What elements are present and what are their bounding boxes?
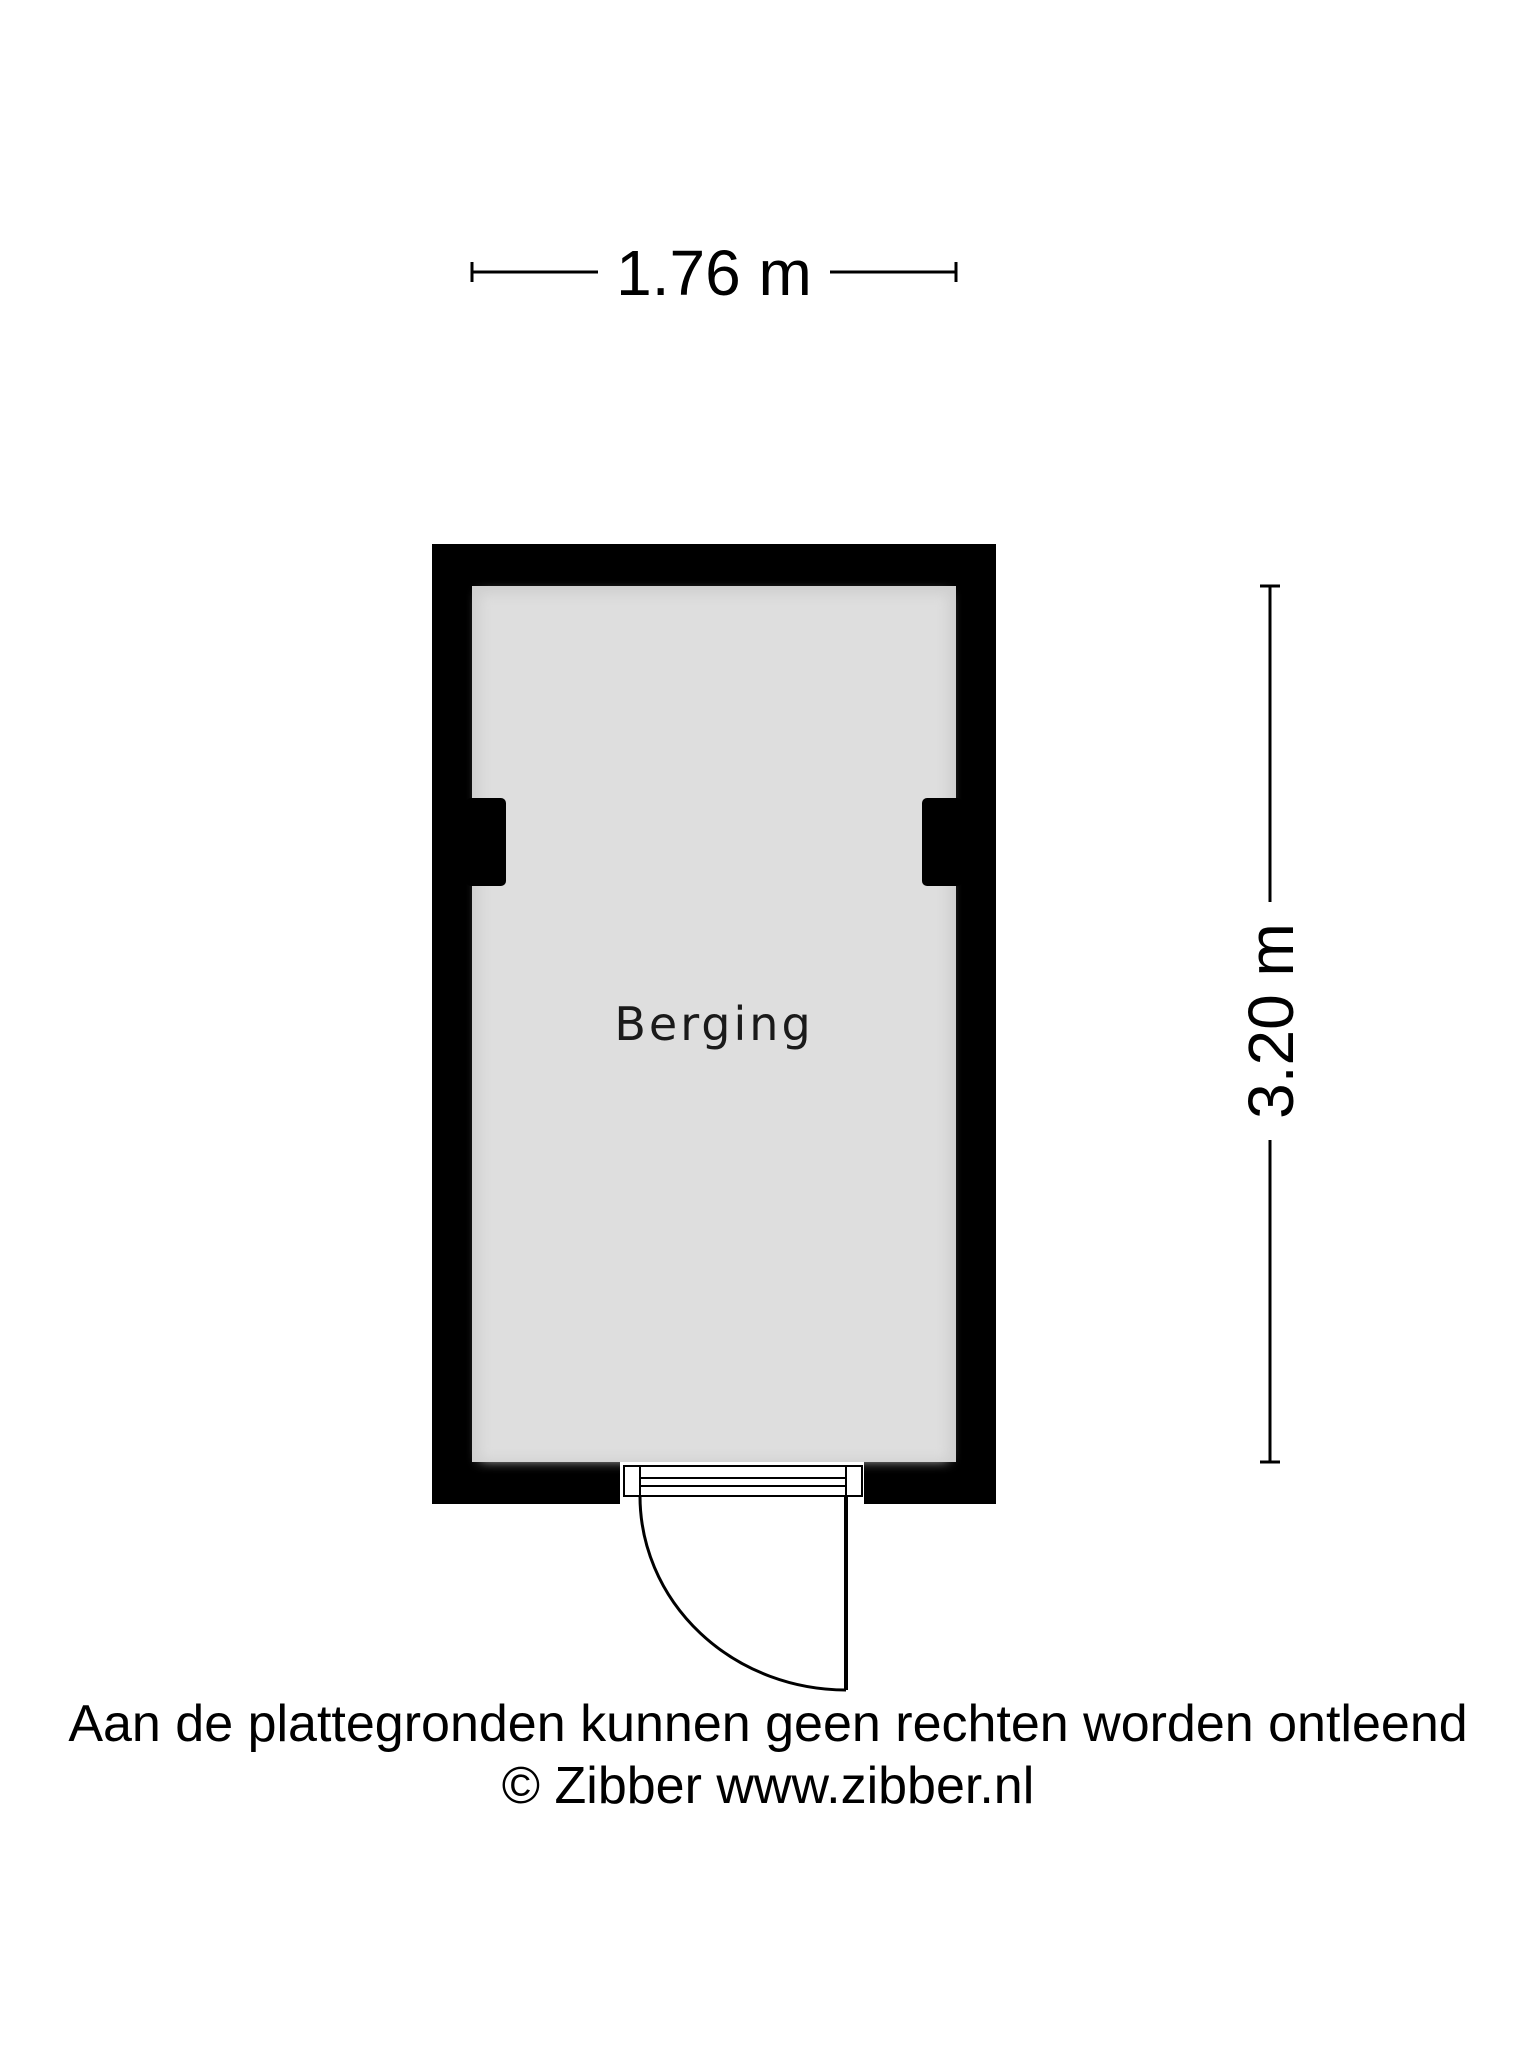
height-dim-label: 3.20 m [1235,923,1307,1119]
door [620,1462,864,1692]
copyright-text: © Zibber www.zibber.nl [501,1757,1035,1815]
door-swing-arc [638,1495,847,1692]
room-floor [480,594,948,1460]
room-label: Berging [614,997,813,1051]
height-dimension: 3.20 m [1235,584,1307,1464]
pilaster-right [922,798,962,886]
width-dimension: 1.76 m [470,237,958,309]
door-frame [623,1465,863,1497]
room-berging: Berging [466,586,962,1462]
pilaster-left [466,798,506,886]
width-dim-label: 1.76 m [616,237,812,309]
disclaimer-text: Aan de plattegronden kunnen geen rechten… [68,1695,1468,1753]
door-opening [620,1462,864,1506]
